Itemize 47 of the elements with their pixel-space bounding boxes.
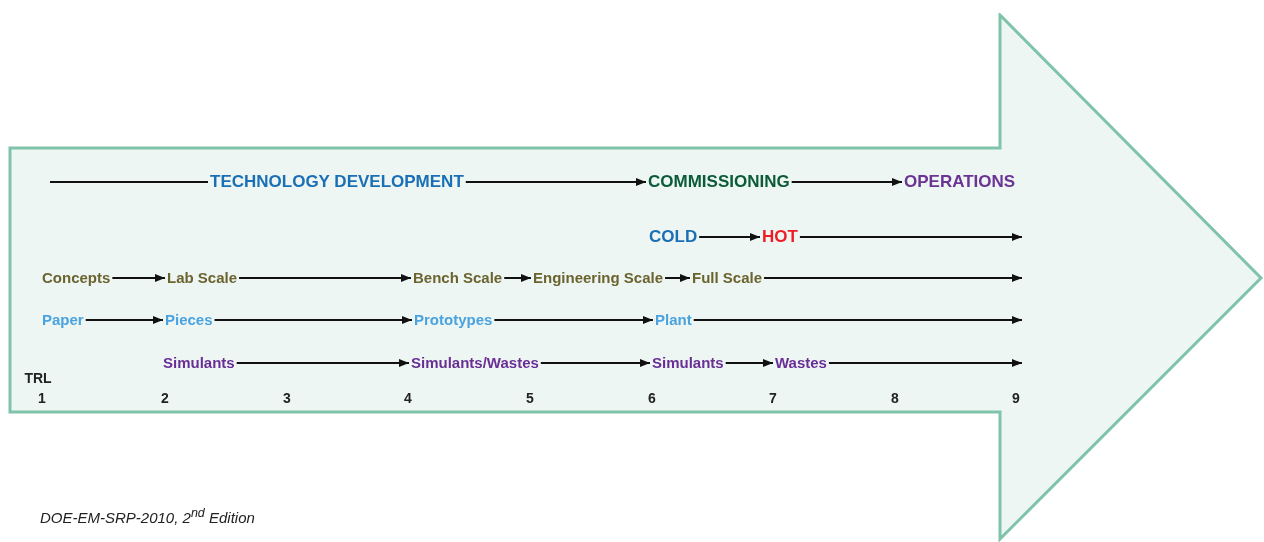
stage-label: Simulants/Wastes (411, 354, 539, 370)
stage-label: COMMISSIONING (648, 172, 790, 190)
arrow (84, 316, 164, 324)
arrow (111, 274, 166, 282)
arrow (213, 316, 413, 324)
scale-number: 6 (648, 391, 656, 405)
stage-label: Simulants (652, 354, 724, 370)
arrow (503, 274, 532, 282)
stage-label: HOT (762, 227, 798, 245)
stage-label: TECHNOLOGY DEVELOPMENT (210, 172, 464, 190)
arrow (692, 316, 1023, 324)
scale-number: 4 (404, 391, 412, 405)
caption: DOE-EM-SRP-2010, 2$^{nd}$ Edition (40, 506, 255, 526)
stage-label: Paper (42, 311, 84, 327)
scale-number: 3 (283, 391, 291, 405)
stage-label: Simulants (163, 354, 235, 370)
stage-label: Bench Scale (413, 269, 503, 285)
arrow (698, 233, 761, 241)
arrow (724, 359, 774, 367)
arrow (798, 233, 1023, 241)
scale-number: 7 (769, 391, 777, 405)
arrow (664, 274, 691, 282)
arrow (790, 178, 903, 186)
scale-number: 8 (891, 391, 899, 405)
stage-label: Full Scale (692, 269, 763, 285)
scale-number: 2 (161, 391, 169, 405)
arrow (763, 274, 1023, 282)
stage-label: Engineering Scale (533, 269, 664, 285)
arrow (827, 359, 1023, 367)
scale-number: 1 (38, 391, 46, 405)
arrow (464, 178, 647, 186)
stage-label: OPERATIONS (904, 172, 1016, 190)
scale-number: 5 (526, 391, 534, 405)
stage-label: Prototypes (414, 311, 493, 327)
stage-label: Wastes (775, 354, 827, 370)
stage-label: Lab Scale (167, 269, 238, 285)
arrow (493, 316, 654, 324)
scale-number: 9 (1012, 391, 1020, 405)
arrow (539, 359, 651, 367)
stage-label: Concepts (42, 269, 111, 285)
stage-label: Plant (655, 311, 692, 327)
arrow (238, 274, 412, 282)
stage-label: COLD (649, 227, 698, 245)
line (49, 181, 209, 183)
axis-title: TRL (24, 371, 52, 385)
arrow (235, 359, 410, 367)
stage-label: Pieces (165, 311, 213, 327)
